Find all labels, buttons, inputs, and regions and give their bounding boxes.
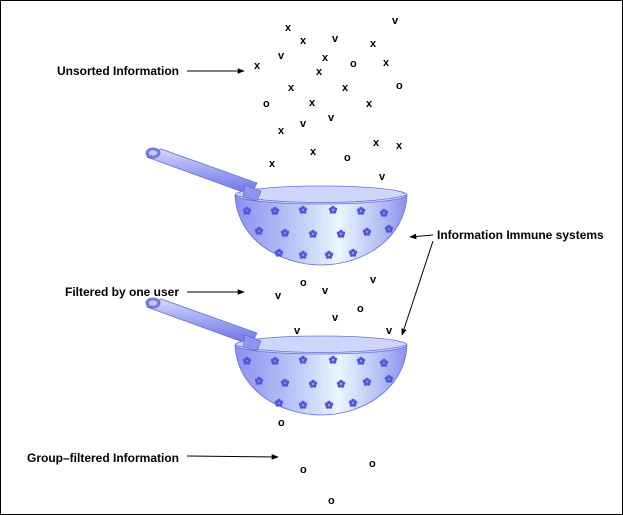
immune-arrow-lower (401, 240, 434, 336)
symbol-x: x (285, 22, 292, 34)
symbol-x: x (322, 52, 329, 64)
symbol-v: v (328, 112, 335, 124)
symbol-o: o (357, 303, 364, 315)
symbol-o: o (278, 417, 285, 429)
symbol-o: o (328, 495, 335, 507)
symbol-o: o (300, 277, 307, 289)
symbol-v: v (370, 274, 377, 286)
upper-colander-icon (146, 148, 407, 265)
symbol-x: x (316, 66, 323, 78)
symbol-x: x (370, 38, 377, 50)
group-filtered-information-label: Group–filtered Information (27, 451, 180, 465)
symbol-v: v (275, 290, 282, 302)
filtered-by-one-user-label: Filtered by one user (65, 285, 180, 299)
symbol-v: v (294, 325, 301, 337)
symbol-x: x (269, 158, 276, 170)
symbol-o: o (300, 464, 307, 476)
symbol-x: x (396, 140, 403, 152)
symbol-o: o (263, 98, 270, 110)
symbol-x: x (383, 57, 390, 69)
symbol-x: x (309, 97, 316, 109)
symbol-v: v (386, 325, 393, 337)
symbol-x: x (373, 137, 380, 149)
symbol-o: o (396, 80, 403, 92)
symbol-o: o (344, 152, 351, 164)
unsorted-information-label: Unsorted Information (57, 64, 179, 78)
symbol-o: o (369, 458, 376, 470)
lower-colander-icon (146, 298, 407, 415)
symbol-x: x (254, 60, 261, 72)
symbol-o: o (350, 58, 357, 70)
symbol-x: x (288, 82, 295, 94)
symbol-v: v (300, 118, 307, 130)
symbol-v: v (278, 50, 285, 62)
symbol-v: v (379, 171, 386, 183)
information-immune-systems-label: Information Immune systems (437, 228, 604, 242)
immune-arrow-upper (409, 233, 434, 240)
symbol-v: v (332, 33, 339, 45)
symbol-v: v (322, 285, 329, 297)
symbol-x: x (300, 35, 307, 47)
symbol-x: x (366, 98, 373, 110)
symbol-v: v (332, 312, 339, 324)
group-arrow (186, 454, 279, 460)
symbol-x: x (342, 82, 349, 94)
symbol-v: v (392, 15, 399, 27)
symbol-x: x (310, 146, 317, 158)
symbol-x: x (278, 125, 285, 137)
